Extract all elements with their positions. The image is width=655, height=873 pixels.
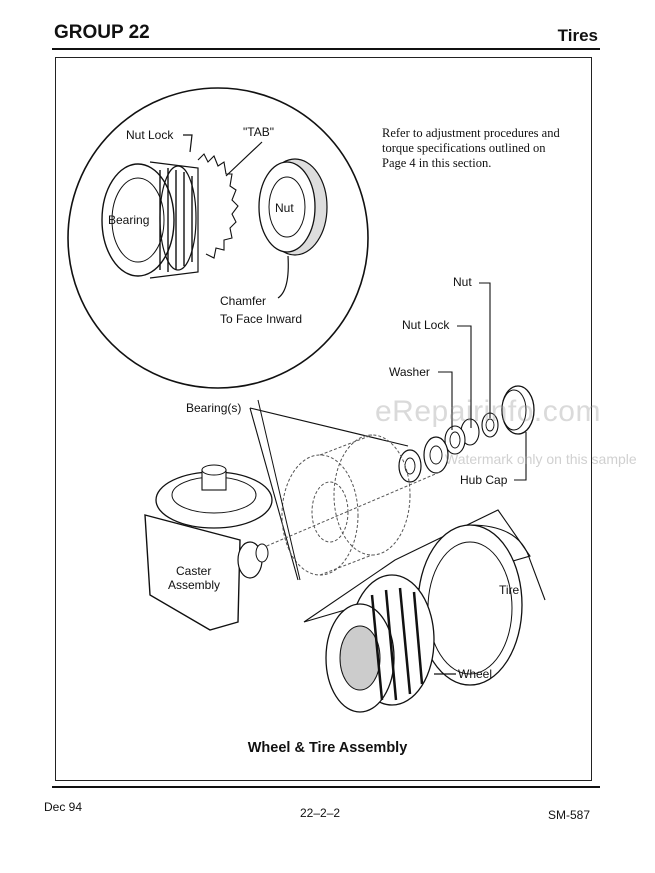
figure-frame — [55, 57, 592, 781]
adjustment-note: Refer to adjustment procedures and torqu… — [382, 126, 560, 170]
tab-label: "TAB" — [243, 125, 274, 139]
footer-doc-number: SM-587 — [548, 808, 591, 822]
watermark-subtext: Watermark only on this sample — [445, 451, 637, 467]
group-title: GROUP 22 — [54, 22, 150, 43]
footer-date: Dec 94 — [44, 800, 83, 814]
chamfer-label-line1: Chamfer — [220, 294, 266, 308]
footer-page-number: 22–2–2 — [300, 806, 341, 820]
nut-detail-label: Nut — [275, 201, 294, 215]
exploded-parts-illustration — [398, 385, 535, 483]
washer-label: Washer — [389, 365, 430, 379]
nut-label: Nut — [453, 275, 472, 289]
figure-caption: Wheel & Tire Assembly — [247, 740, 408, 756]
phantom-tire-illustration — [261, 434, 441, 576]
caster-assembly-illustration — [144, 464, 273, 631]
bearing-detail-illustration — [101, 153, 239, 279]
nut-lock-detail-label: Nut Lock — [126, 128, 174, 142]
detail-circle — [67, 87, 369, 389]
bearings-label: Bearing(s) — [186, 401, 241, 415]
section-title: Tires — [557, 26, 598, 45]
wheel-label: Wheel — [458, 667, 492, 681]
bearing-detail-label: Bearing — [108, 213, 149, 227]
tire-label: Tire — [499, 583, 520, 597]
tire-illustration — [417, 524, 546, 686]
nut-detail-illustration — [258, 158, 328, 256]
caster-label-line2: Assembly — [168, 578, 220, 592]
nut-lock-label: Nut Lock — [402, 318, 450, 332]
footer-rule — [52, 786, 600, 788]
watermark-text: eRepairinfo.com — [375, 395, 601, 428]
hub-cap-label: Hub Cap — [460, 473, 508, 487]
chamfer-label-line2: To Face Inward — [220, 312, 302, 326]
wheel-illustration — [325, 574, 435, 713]
caster-label-line1: Caster — [176, 564, 211, 578]
header-rule — [52, 48, 600, 50]
